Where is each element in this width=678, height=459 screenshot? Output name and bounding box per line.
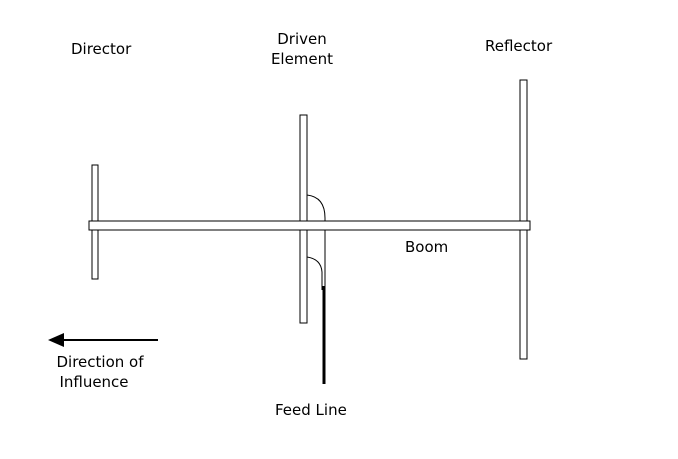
feed-line-label: Feed Line <box>275 401 347 419</box>
reflector-element <box>519 79 528 360</box>
boom-label: Boom <box>405 238 449 256</box>
direction-label-line2: Influence <box>59 373 129 391</box>
feed-arc-upper <box>306 194 326 290</box>
direction-arrow-head <box>48 333 64 347</box>
boom <box>88 220 531 231</box>
driven-element <box>299 114 308 324</box>
driven-element-label-line2: Element <box>270 50 334 68</box>
direction-label-line1: Direction of <box>56 353 144 371</box>
feed-arc-lower <box>306 256 323 290</box>
driven-element-label-line1: Driven <box>277 30 327 48</box>
reflector-label: Reflector <box>485 37 553 55</box>
director-label: Director <box>71 40 132 58</box>
